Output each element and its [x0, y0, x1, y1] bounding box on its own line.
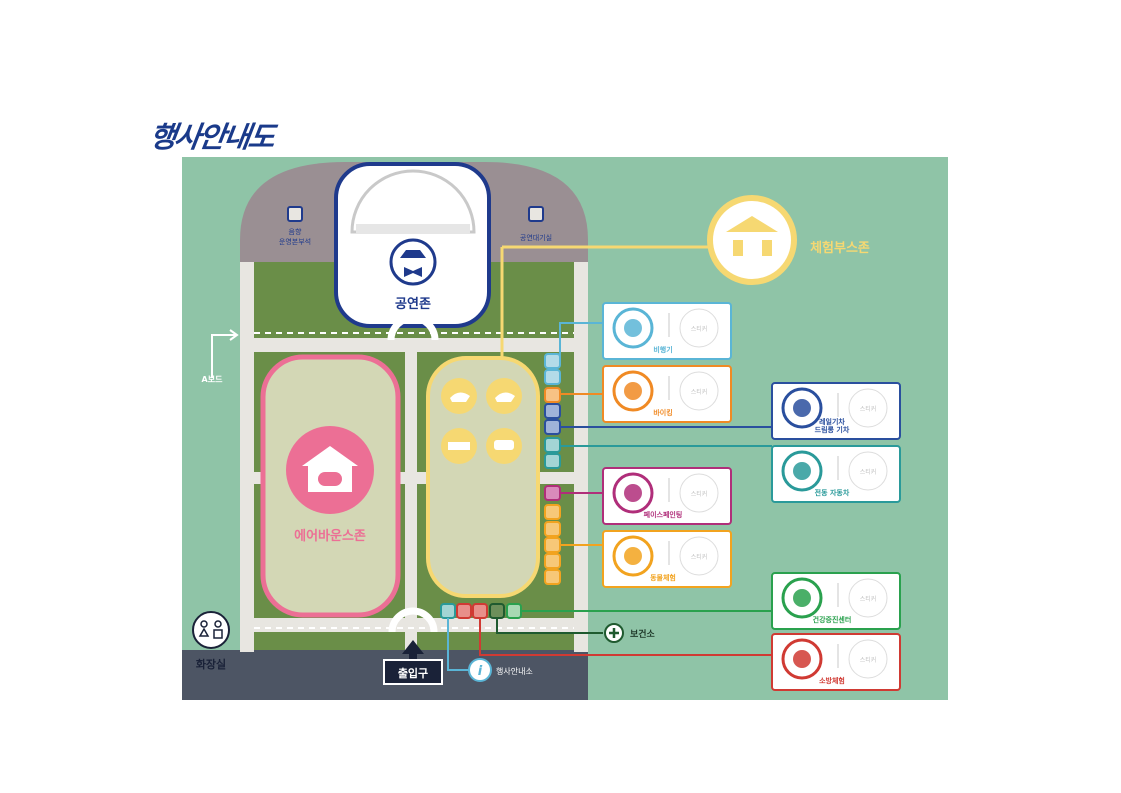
booth-slot-column: [544, 353, 561, 585]
sticker-label: 스티커: [860, 405, 877, 413]
booth-card-label: 페이스페인팅: [644, 510, 683, 519]
entrance-sign[interactable]: [383, 659, 443, 685]
sticker-label: 스티커: [691, 325, 708, 333]
svg-text:i: i: [478, 664, 483, 679]
air-bounce-label: 에어바운스존: [294, 528, 366, 544]
entrance-label: 출입구: [398, 666, 428, 680]
sound-booth-icon: [287, 206, 303, 222]
booth-card-label: 소방체험: [819, 676, 845, 685]
booth-card-label: 동물체험: [650, 573, 676, 582]
performance-zone-label: 공연존: [395, 297, 431, 312]
info-icon: [468, 658, 492, 682]
sticker-label: 스티커: [691, 553, 708, 561]
booth-card-label: 비행기: [653, 345, 672, 354]
sticker-label: 스티커: [691, 490, 708, 498]
center-path: [405, 338, 417, 652]
info-desk-label: 행사안내소: [496, 666, 533, 676]
experience-zone-label: 체험부스존: [810, 240, 870, 256]
sticker-slot: [848, 639, 888, 679]
booth-card-label: 건강증진센터: [813, 615, 852, 624]
sticker-slot: [679, 536, 719, 576]
ride-zone[interactable]: [426, 356, 540, 598]
booth-card-label: 레일기차: [819, 417, 845, 426]
bottom-path: [240, 618, 588, 632]
waiting-room-icon: [528, 206, 544, 222]
sticker-slot: [679, 371, 719, 411]
booth-card-label: 전동 자동차: [815, 488, 850, 497]
sticker-slot: [848, 451, 888, 491]
sticker-label: 스티커: [691, 388, 708, 396]
sticker-slot: [848, 578, 888, 618]
booth-card-label: 드림롱 기차: [815, 425, 850, 434]
sticker-label: 스티커: [860, 468, 877, 476]
sound-booth-label: 운영본부석: [279, 237, 311, 246]
restroom-label: 화장실: [196, 657, 226, 671]
sticker-label: 스티커: [860, 595, 877, 603]
restroom-icon[interactable]: [192, 611, 230, 649]
carousel-icon: [707, 195, 797, 285]
a-board-label: A보드: [202, 375, 224, 384]
svg-text:음향: 음향: [289, 227, 302, 236]
health-office-label: 보건소: [630, 628, 656, 640]
booth-card-label: 바이킹: [653, 408, 672, 417]
sticker-slot: [679, 308, 719, 348]
performer-icon: [389, 238, 437, 286]
bottom-slot-row: [440, 603, 522, 619]
sticker-label: 스티커: [860, 656, 877, 664]
waiting-room-label: 공연대기실: [520, 233, 552, 242]
sticker-slot: [679, 473, 719, 513]
sticker-slot: [848, 388, 888, 428]
